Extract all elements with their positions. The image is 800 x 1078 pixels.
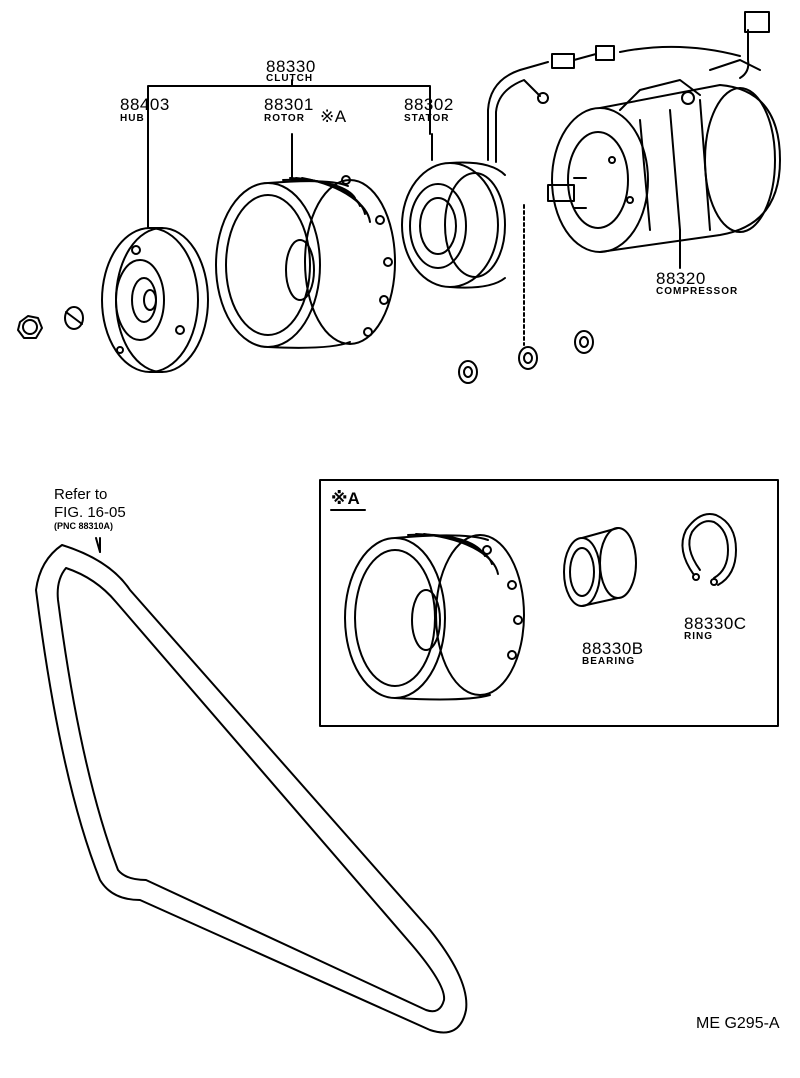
bearing-part-number: 88330B [582,639,644,658]
rotor-drawing [215,175,396,349]
compressor-part-number: 88320 [656,269,706,288]
reference-pnc: (PNC 88310A) [54,521,114,531]
stator-drawing [401,61,549,289]
stator-part-number: 88302 [404,95,454,114]
clutch-part-name: CLUTCH [266,73,314,84]
washer-icon [518,204,538,370]
bearing-drawing [563,527,637,607]
hub-drawing [101,227,209,373]
hub-part-number: 88403 [120,95,170,114]
compressor-part-name: COMPRESSOR [656,286,739,297]
bearing-part-name: BEARING [582,656,636,667]
hub-part-name: HUB [120,113,145,124]
compressor-drawing [547,11,781,253]
rotor-part-name: ROTOR [264,113,305,124]
washer-icon [458,360,478,384]
clutch-part-number: 88330 [266,57,316,76]
rotor-detail-mark: ※A [320,107,347,126]
clutch-leader-lines [147,79,681,269]
detail-inset-box [319,479,779,727]
ring-part-name: RING [684,631,713,642]
washer-icon [64,306,84,330]
nut-icon [17,315,43,339]
rotor-part-number: 88301 [264,95,314,114]
stator-part-name: STATOR [404,113,450,124]
ring-drawing [681,513,737,586]
reference-line-2: FIG. 16-05 [54,504,126,521]
washer-icon [574,330,594,354]
drive-belt-drawing [35,537,468,1034]
reference-line-1: Refer to [54,486,108,503]
inset-title: ※A [331,489,360,508]
ring-part-number: 88330C [684,614,747,633]
inset-rotor-drawing [344,533,525,701]
diagram-code: ME G295-A [696,1015,780,1032]
